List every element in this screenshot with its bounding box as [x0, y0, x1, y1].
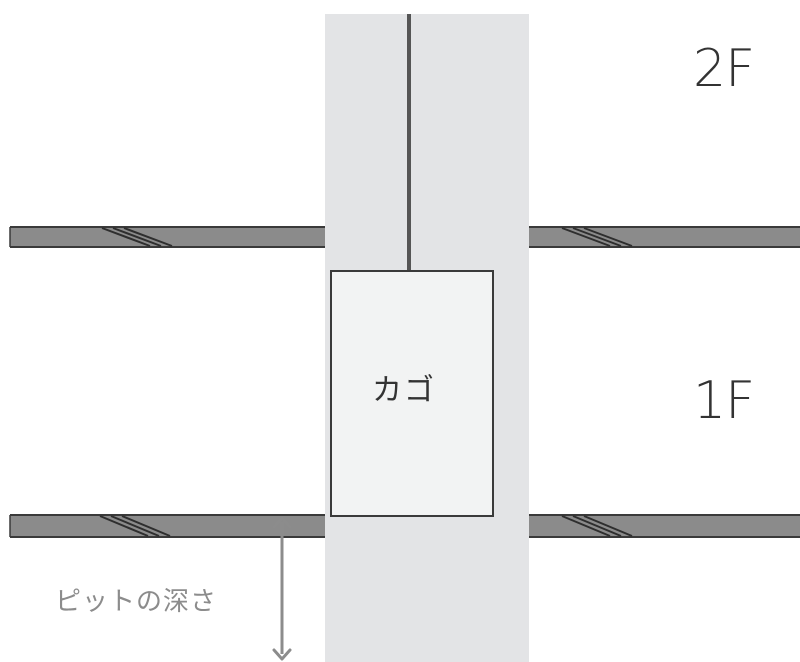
pit-depth-arrow: [272, 516, 292, 661]
floor-label-1f: 1F: [693, 371, 755, 431]
upper-floor-slab-left: [9, 226, 325, 248]
lower-floor-slab-right: [529, 514, 800, 538]
upper-floor-slab-right: [529, 226, 800, 248]
car-label: カゴ: [372, 373, 436, 408]
elevator-car: [330, 270, 494, 517]
pit-depth-label: ピットの深さ: [55, 587, 218, 617]
lower-floor-slab-left: [9, 514, 325, 538]
floor-label-2f: 2F: [693, 39, 755, 99]
